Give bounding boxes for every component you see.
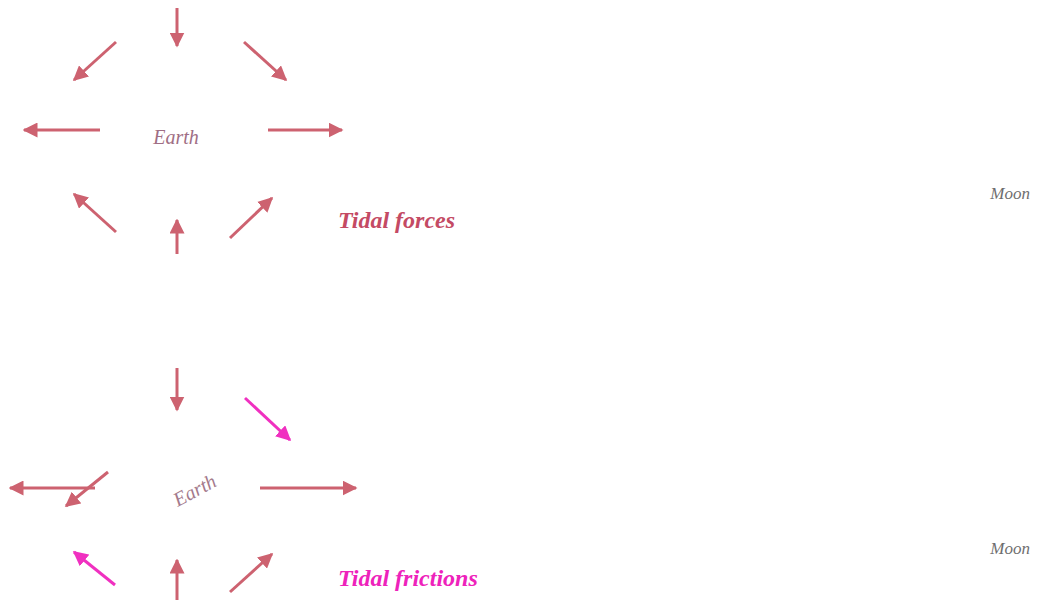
moon-name: Moon <box>990 184 1030 204</box>
moon-circle: Moon <box>878 435 1030 559</box>
earth-ellipse: Earth <box>40 35 312 239</box>
moon-body <box>880 435 986 541</box>
earth-body <box>22 345 369 606</box>
tidal-force-arrows <box>10 8 356 600</box>
moon-circle: Moon <box>878 80 1030 204</box>
tidal-friction-arrows <box>74 398 290 585</box>
moon-name: Moon <box>990 539 1030 559</box>
moon-body <box>880 80 986 186</box>
caption-label: Tidal forces <box>338 207 455 234</box>
planet-name: Earth <box>153 126 199 149</box>
planet-name: Earth <box>161 464 228 517</box>
earth-body <box>41 36 311 238</box>
caption-label: Tidal frictions <box>338 565 478 592</box>
earth-ellipse: Earth <box>45 382 345 598</box>
